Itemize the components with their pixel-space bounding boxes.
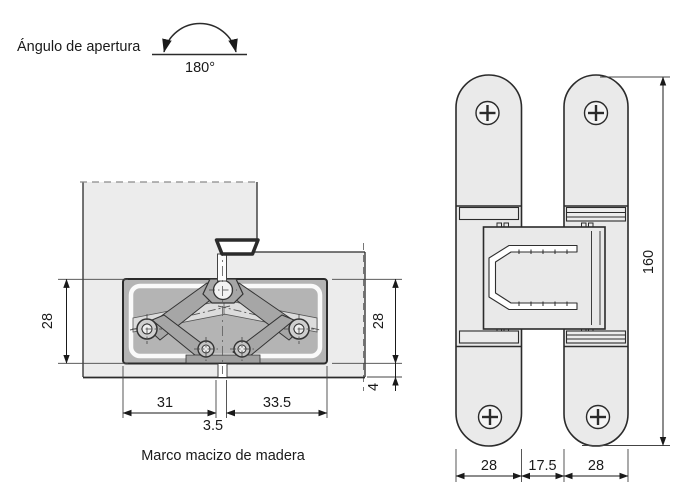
section-view: 28 28 4 31 33.5 3.5 Marco macizo de made… xyxy=(40,181,402,464)
dim-left-height: 28 xyxy=(40,313,56,329)
opening-angle-label: Ángulo de apertura xyxy=(17,38,141,55)
adjust-plate-bottom-left xyxy=(458,330,520,344)
channel-ticks xyxy=(518,249,568,306)
opening-angle-value: 180° xyxy=(185,60,215,76)
adjust-plate-top-right xyxy=(565,206,627,222)
knuckle-channel xyxy=(488,244,578,311)
section-dimension-lines xyxy=(63,278,399,417)
dim-leaf-right-width: 28 xyxy=(588,458,604,474)
phillips-screw-icon xyxy=(477,404,503,430)
dim-gap: 3.5 xyxy=(203,418,223,434)
dim-right-height: 28 xyxy=(371,313,387,329)
opening-angle-diagram: Ángulo de apertura 180° xyxy=(17,22,247,76)
phillips-screw-icon xyxy=(583,100,609,126)
dim-total-height: 160 xyxy=(641,250,657,274)
dim-width-right: 33.5 xyxy=(263,395,291,411)
phillips-screw-icon xyxy=(585,404,611,430)
dim-width-left: 31 xyxy=(157,395,173,411)
front-view: 160 28 17.5 28 xyxy=(455,74,670,482)
dim-center-width: 17.5 xyxy=(528,458,556,474)
centermark-crosses xyxy=(132,289,314,361)
angle-arc-icon xyxy=(162,22,238,53)
screws xyxy=(475,100,611,430)
pivot-stem xyxy=(217,253,227,282)
adjust-plate-bottom-right xyxy=(565,330,627,344)
hinge-mechanism xyxy=(122,278,328,365)
phillips-screw-icon xyxy=(475,100,500,126)
section-caption: Marco macizo de madera xyxy=(141,448,306,464)
clip-ticks-top xyxy=(496,222,594,227)
front-dimension-lines xyxy=(455,76,667,480)
adjust-plate-top-left xyxy=(458,206,520,221)
dim-leaf-left-width: 28 xyxy=(481,458,497,474)
pivot-cover xyxy=(214,238,260,256)
hinge-center-body xyxy=(482,226,606,330)
dim-bottom-offset: 4 xyxy=(366,383,382,391)
slider-block xyxy=(185,354,261,364)
